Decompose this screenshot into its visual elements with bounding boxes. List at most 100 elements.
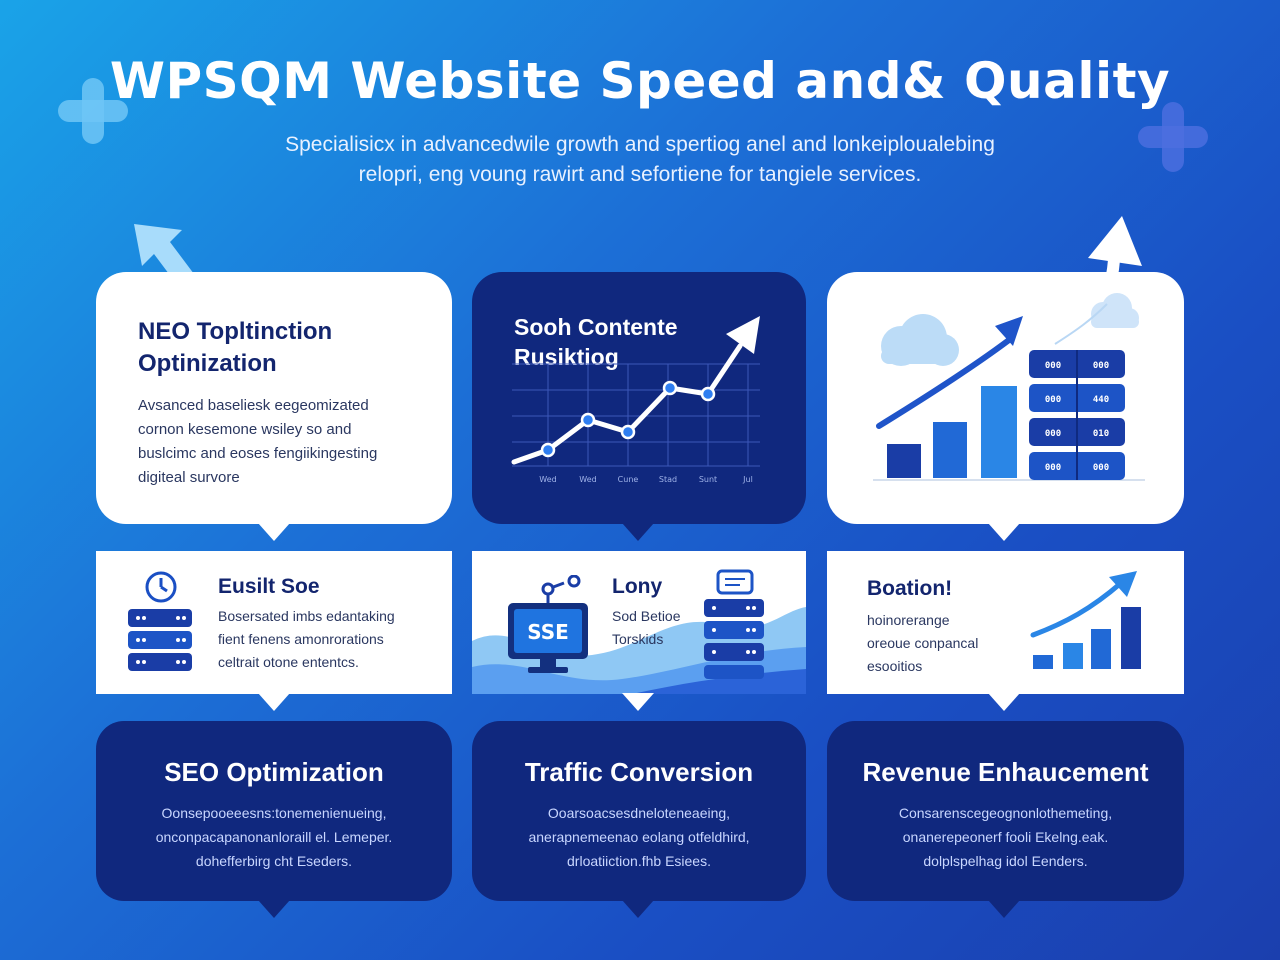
arrow-up-left-icon — [134, 224, 194, 286]
chart-point — [620, 424, 636, 440]
card-content-ranking: Sooh Contente Rusiktiog Wed Wed Cune St — [472, 272, 806, 524]
card-body-line: onconpacapanonanloraill el. Lemeper. — [155, 829, 393, 845]
card-body-line: buslcimc and eoses fengiikingesting — [138, 445, 378, 462]
trend-arrow — [876, 337, 1012, 429]
card-pointer — [622, 693, 654, 711]
card-revenue-enhancement: Revenue Enhaucement Consarenscegeognonlo… — [827, 721, 1184, 901]
bar — [887, 444, 921, 478]
card-body-line: esooitios — [867, 658, 923, 674]
clock-server-icon — [128, 571, 192, 671]
card-body-line: cornon kesemone wsiley so and — [138, 421, 352, 438]
bar — [981, 386, 1017, 478]
card-body-line: Ooarsoacsesdneloteneaeing, — [547, 805, 731, 821]
plus-icon-left — [58, 78, 128, 144]
card-body: Consarenscegeognonlothemeting, onanerepe… — [827, 801, 1184, 873]
card-body-line: anerapnemeenao eolang otfeldhird, — [528, 829, 750, 845]
growth-bars-icon — [1030, 571, 1141, 669]
cloud-icon — [1091, 293, 1139, 328]
card-title: Boation! — [867, 577, 953, 600]
card-title: Eusilt Soe — [218, 575, 320, 598]
card-body-line: oreoue conpancal — [867, 635, 979, 651]
card-body-line: dolplspelhag idol Eenders. — [923, 853, 1088, 869]
server-label: 000 — [1045, 361, 1061, 371]
chart-point — [662, 380, 678, 396]
card-build-seo: Eusilt Soe Bosersated imbs edantaking fi… — [96, 551, 452, 694]
axis-tick-label: Cune — [618, 475, 639, 484]
monitor-text: SSE — [527, 620, 569, 644]
card-body-line: celtrait otone ententcs. — [218, 654, 359, 670]
card-title: Traffic Conversion — [524, 757, 754, 787]
card-body-line: digiteal survore — [138, 469, 240, 486]
page-subtitle: Specialisicx in advancedwile growth and … — [200, 130, 1080, 190]
card-traffic-conversion: Traffic Conversion Ooarsoacsesdnelotenea… — [472, 721, 806, 901]
growth-line-chart: Wed Wed Cune Stad Sunt Jul — [511, 316, 760, 484]
card-body-line: hoinorerange — [867, 612, 950, 628]
server-label: 000 — [1093, 463, 1109, 473]
card-title: Sooh Contente Rusiktiog — [514, 312, 678, 372]
server-label: 010 — [1093, 429, 1109, 439]
card-title: NEO Topltinction Optinization — [138, 316, 332, 380]
chart-point — [580, 412, 596, 428]
card-body-line: fient fenens amonrorations — [218, 631, 384, 647]
card-lony: SSE Lony Sod Betioe Torskids — [472, 551, 806, 694]
subtitle-line: Specialisicx in advancedwile growth and … — [285, 133, 995, 156]
card-body-line: Oonsepooeeesns:tonemenienueing, — [161, 805, 387, 821]
card-body-line: Bosersated imbs edantaking — [218, 608, 395, 624]
card-pointer — [258, 523, 290, 541]
card-body: Sod Betioe Torskids — [612, 605, 681, 651]
card-pointer — [258, 900, 290, 918]
card-title-line: NEO Topltinction — [138, 318, 333, 345]
card-title-line: Optinization — [138, 350, 277, 377]
card-body: Bosersated imbs edantaking fient fenens … — [218, 605, 395, 674]
card-title: SEO Optimization — [164, 757, 384, 787]
card-pointer — [988, 693, 1020, 711]
card-body-line: Consarenscegeognonlothemeting, — [898, 805, 1113, 821]
card-body-line: Avsanced baseliesk eegeomizated — [138, 397, 369, 414]
subtitle-line: relopri, eng voung rawirt and sefortiene… — [358, 163, 922, 186]
card-body: hoinorerange oreoue conpancal esooitios — [867, 609, 978, 678]
axis-tick-label: Stad — [659, 475, 677, 484]
plus-icon-right — [1138, 102, 1208, 172]
card-seo-optimization: SEO Optimization Oonsepooeeesns:tonemeni… — [96, 721, 452, 901]
card-boation: Boation! hoinorerange oreoue conpancal e… — [827, 551, 1184, 694]
card-growth-servers: 000 000 000 440 000 010 000 000 — [827, 272, 1184, 524]
card-title: Revenue Enhaucement — [862, 757, 1149, 787]
axis-tick-label: Jul — [742, 475, 753, 484]
server-label: 000 — [1045, 429, 1061, 439]
server-label: 000 — [1093, 361, 1109, 371]
clock-icon — [145, 571, 177, 603]
chart-point — [540, 442, 556, 458]
server-stack-icon — [1029, 350, 1125, 480]
card-pointer — [622, 900, 654, 918]
page-title: WPSQM Website Speed and& Quality — [109, 52, 1171, 110]
axis-tick-label: Sunt — [699, 475, 717, 484]
axis-tick-label: Wed — [539, 475, 556, 484]
card-pointer — [988, 523, 1020, 541]
chart-point — [700, 386, 716, 402]
card-pointer — [988, 900, 1020, 918]
card-title-line: Sooh Contente — [514, 314, 678, 340]
server-label: 000 — [1045, 395, 1061, 405]
card-body-line: Sod Betioe — [612, 608, 681, 624]
card-neo-optimization: NEO Topltinction Optinization Avsanced b… — [96, 272, 452, 524]
card-body: Ooarsoacsesdneloteneaeing, anerapnemeena… — [472, 801, 806, 873]
growth-bars-servers-illustration: 000 000 000 440 000 010 000 000 — [873, 293, 1145, 481]
card-pointer — [622, 523, 654, 541]
card-pointer — [258, 693, 290, 711]
card-body-line: Torskids — [612, 631, 664, 647]
cloud-icon — [881, 314, 959, 366]
card-body-line: drloatiiction.fhb Esiees. — [567, 853, 711, 869]
card-title-line: Rusiktiog — [514, 344, 619, 370]
server-label: 000 — [1045, 463, 1061, 473]
trend-arrowhead — [726, 316, 760, 354]
card-body-line: onanerepeonerf fooli Ekelng.eak. — [902, 829, 1109, 845]
card-body-line: dohefferbirg cht Eseders. — [195, 853, 353, 869]
card-body: Oonsepooeeesns:tonemenienueing, onconpac… — [96, 801, 452, 873]
monitor-icon: SSE — [508, 575, 588, 673]
card-title: Lony — [612, 575, 663, 598]
card-body: Avsanced baseliesk eegeomizated cornon k… — [138, 394, 377, 490]
server-chat-icon — [704, 569, 764, 679]
bar — [933, 422, 967, 478]
axis-tick-label: Wed — [579, 475, 596, 484]
server-label: 440 — [1093, 395, 1109, 405]
